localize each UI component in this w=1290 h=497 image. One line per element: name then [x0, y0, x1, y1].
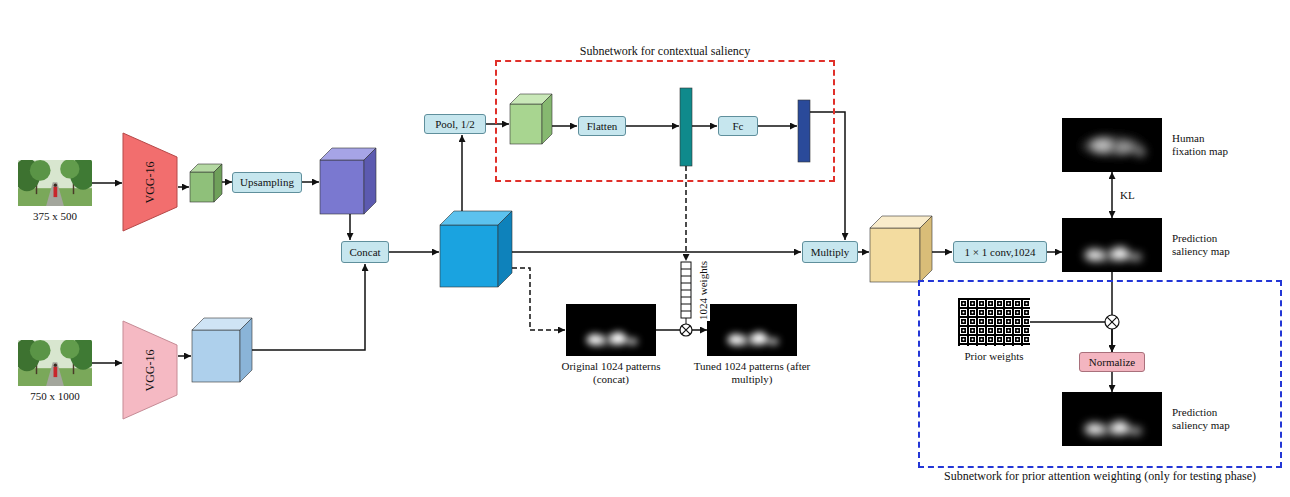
process-box: Flatten — [578, 116, 626, 136]
feature-vector — [798, 100, 810, 162]
fixation-map: Human fixation map — [1062, 118, 1162, 172]
multiply-operator — [680, 324, 692, 336]
image-caption: Original 1024 patterns (concat) — [546, 360, 676, 386]
fixation-image — [1062, 118, 1162, 172]
flow-lines — [178, 112, 952, 356]
image-caption: Human fixation map — [1172, 132, 1236, 158]
arrow-connector — [1047, 251, 1062, 253]
process-label: Concat — [349, 246, 380, 259]
arrow-connector — [1030, 322, 1112, 352]
saliency-map: Prediction saliency map — [1062, 218, 1162, 272]
encoder-label: VGG-16 — [144, 161, 157, 203]
vgg-encoder: VGG-16 — [122, 132, 178, 232]
vector-label: 1024 weights — [696, 260, 709, 321]
vgg-encoder: VGG-16 — [122, 320, 178, 420]
arrow-connector — [1111, 172, 1113, 218]
feature-cube — [192, 318, 252, 382]
input-image: 375 x 500 — [18, 160, 92, 206]
feature-cube — [190, 164, 222, 202]
process-label: Normalize — [1089, 356, 1135, 369]
image-caption: 750 x 1000 — [10, 390, 100, 403]
process-label: Flatten — [587, 120, 618, 133]
process-label: 1 × 1 conv,1024 — [965, 246, 1036, 259]
street-photo — [14, 337, 97, 386]
saliency-image — [707, 304, 797, 356]
process-box: Multiply — [802, 241, 858, 263]
trapezoid-outline — [123, 133, 177, 231]
saliency-image — [1062, 392, 1162, 446]
process-box: Pool, 1/2 — [424, 114, 486, 134]
image-caption: Tuned 1024 patterns (after multiply) — [687, 360, 817, 386]
arrow-connector — [1111, 372, 1113, 392]
subnetwork-region: Prior weightsNormalizePrediction salienc… — [918, 280, 1282, 468]
arrow-connector — [92, 362, 122, 364]
subnetwork-region: FlattenFcSubnetwork for contextual salie… — [495, 60, 835, 182]
process-label: Pool, 1/2 — [435, 118, 475, 131]
prior-weights: Prior weights — [958, 298, 1030, 346]
prior-grid — [958, 298, 1030, 346]
prior-grid — [958, 298, 1030, 346]
dashed-lines — [512, 166, 686, 330]
pattern-image: Original 1024 patterns (concat) — [566, 304, 656, 356]
feature-cube — [320, 148, 376, 214]
image-caption: Prediction saliency map — [1172, 406, 1236, 432]
saliency-image — [1062, 218, 1162, 272]
process-box: Normalize — [1079, 352, 1145, 372]
edge-label: KL — [1118, 189, 1137, 202]
feature-vector — [680, 88, 692, 166]
process-box: Fc — [718, 116, 758, 136]
saliency-map: Prediction saliency map — [1062, 392, 1162, 446]
image-caption: 375 x 500 — [10, 210, 100, 223]
weight-vector — [681, 262, 691, 324]
feature-cube — [510, 94, 552, 144]
pattern-image: Tuned 1024 patterns (after multiply) — [707, 304, 797, 356]
feature-cubes — [190, 88, 932, 382]
encoder-label: VGG-16 — [144, 349, 157, 391]
image-caption: Prior weights — [949, 350, 1039, 363]
feature-cube — [870, 216, 932, 282]
trapezoid-outline — [123, 321, 177, 419]
region-title: Subnetwork for prior attention weighting… — [920, 469, 1280, 483]
saliency-image — [566, 304, 656, 356]
image-caption: Prediction saliency map — [1172, 232, 1236, 258]
arrow-connector — [92, 182, 122, 184]
process-label: Multiply — [811, 246, 850, 259]
process-label: Fc — [733, 120, 744, 133]
multiply-operator — [1105, 315, 1119, 329]
image-illustrations — [14, 118, 1162, 446]
street-photo — [14, 157, 97, 206]
feature-cube — [440, 211, 512, 287]
process-box: 1 × 1 conv,1024 — [953, 241, 1047, 263]
process-label: Upsampling — [240, 176, 294, 189]
process-box: Upsampling — [232, 172, 302, 193]
process-box: Concat — [341, 241, 389, 263]
region-title: Subnetwork for contextual saliency — [497, 44, 833, 58]
input-image: 750 x 1000 — [18, 340, 92, 386]
